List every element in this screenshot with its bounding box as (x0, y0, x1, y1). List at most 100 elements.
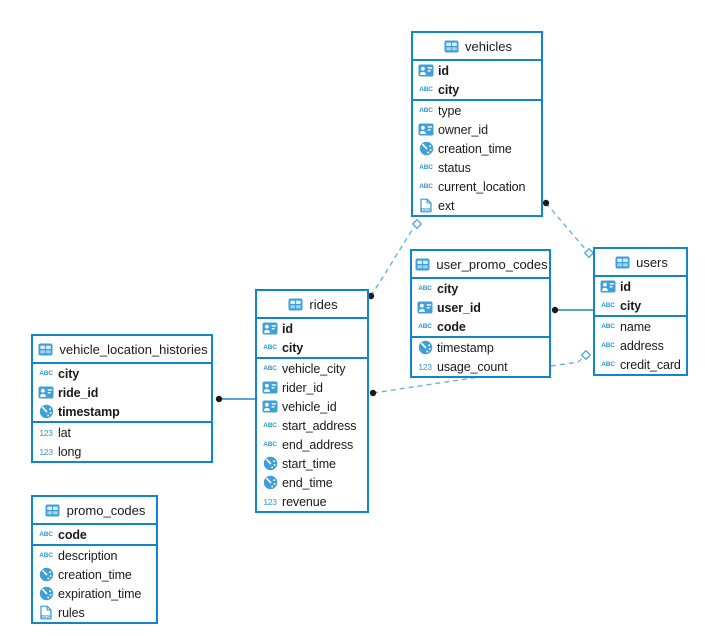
column-row[interactable]: end_time (257, 473, 367, 492)
text-type-icon: ABC (261, 344, 279, 351)
table-header[interactable]: user_promo_codes (412, 251, 549, 279)
table-name: promo_codes (66, 502, 146, 518)
column-name: city (437, 281, 459, 296)
text-type-glyph: ABC (601, 361, 615, 368)
text-type-icon: ABC (37, 370, 55, 377)
column-name: id (282, 321, 293, 336)
column-name: name (620, 319, 651, 334)
connection-rides-vehicles[interactable] (367, 218, 423, 300)
connection-vehicles-users[interactable] (542, 199, 595, 259)
text-type-glyph: ABC (39, 552, 53, 559)
text-type-glyph: ABC (419, 86, 433, 93)
column-row[interactable]: timestamp (33, 402, 211, 421)
json-type-icon: JSON (37, 605, 55, 620)
column-row[interactable]: vehicle_id (257, 397, 367, 416)
column-name: usage_count (437, 359, 508, 374)
text-type-glyph: ABC (263, 365, 277, 372)
svg-text:JSON: JSON (420, 207, 431, 212)
column-row[interactable]: timestamp (412, 338, 549, 357)
column-row[interactable]: id (413, 61, 541, 80)
person-badge-icon (261, 381, 279, 394)
table-header[interactable]: promo_codes (33, 497, 156, 525)
person-badge-icon (261, 322, 279, 335)
text-type-glyph: ABC (419, 183, 433, 190)
text-type-icon: ABC (417, 183, 435, 190)
table-header[interactable]: vehicle_location_histories (33, 336, 211, 364)
connection-vehicle_location_histories-rides[interactable] (215, 395, 255, 403)
column-name: lat (58, 425, 71, 440)
column-name: city (620, 298, 642, 313)
column-row[interactable]: owner_id (413, 120, 541, 139)
many-end-dot (215, 395, 223, 403)
column-row[interactable]: expiration_time (33, 584, 156, 603)
column-row[interactable]: ABC city (412, 279, 549, 298)
column-name: timestamp (58, 404, 120, 419)
number-type-glyph: 123 (39, 427, 53, 438)
column-row[interactable]: creation_time (413, 139, 541, 158)
column-name: city (282, 340, 304, 355)
column-name: ext (438, 198, 455, 213)
many-end-dot (542, 199, 550, 207)
text-type-glyph: ABC (39, 531, 53, 538)
column-row[interactable]: ABC city (33, 364, 211, 383)
text-type-icon: ABC (599, 302, 617, 309)
table-header[interactable]: users (595, 249, 686, 277)
column-row[interactable]: user_id (412, 298, 549, 317)
column-row[interactable]: id (257, 319, 367, 338)
text-type-glyph: ABC (418, 285, 432, 292)
person-badge-icon (417, 123, 435, 136)
column-row[interactable]: creation_time (33, 565, 156, 584)
column-row[interactable]: 123 lat (33, 423, 211, 442)
column-row[interactable]: ride_id (33, 383, 211, 402)
text-type-icon: ABC (417, 107, 435, 114)
column-name: id (438, 63, 449, 78)
text-type-glyph: ABC (39, 370, 53, 377)
column-row[interactable]: id (595, 277, 686, 296)
number-type-icon: 123 (261, 497, 279, 507)
timestamp-icon (37, 404, 55, 419)
table-header[interactable]: rides (257, 291, 367, 319)
connection-user_promo_codes-users[interactable] (551, 306, 593, 314)
table-header[interactable]: vehicles (413, 33, 541, 61)
column-name: city (58, 366, 80, 381)
column-row[interactable]: JSON ext (413, 196, 541, 215)
connection-rides-users[interactable] (369, 349, 592, 397)
column-name: creation_time (58, 567, 132, 582)
svg-text:JSON: JSON (40, 614, 51, 619)
column-row[interactable]: rider_id (257, 378, 367, 397)
column-row[interactable]: start_time (257, 454, 367, 473)
person-badge-icon (416, 301, 434, 314)
